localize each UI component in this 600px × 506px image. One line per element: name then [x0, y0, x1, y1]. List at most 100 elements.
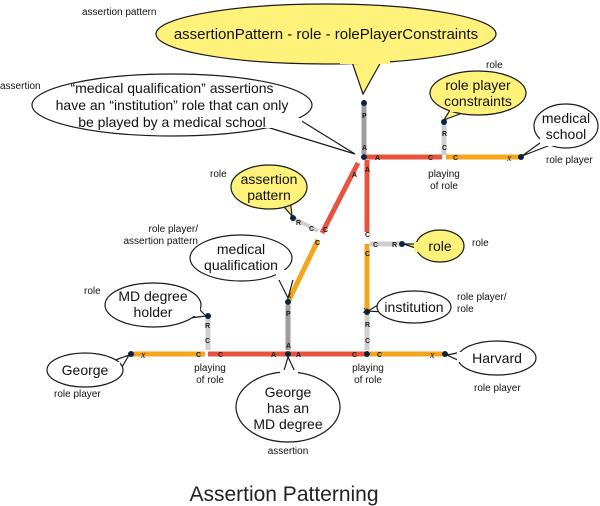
node [399, 241, 405, 247]
md-degree-holder-line-1: MD degree [118, 288, 187, 304]
medical-school-line-2: school [546, 126, 586, 142]
callout-medical-school: medical school [521, 103, 599, 157]
port-c: C [373, 242, 378, 249]
label-role-mid-left: role [210, 169, 227, 180]
port-x: x [429, 350, 435, 361]
callout-role-player-constraints: role player constraints [429, 70, 527, 122]
george-md-line-2: has an [267, 400, 309, 416]
pattern-header-text: assertionPattern - role - rolePlayerCons… [174, 26, 478, 43]
port-p: P [286, 311, 291, 318]
label-assertion-left: assertion [0, 81, 41, 92]
port-a: A [296, 352, 301, 359]
assertion-pattern-line-2: pattern [247, 187, 291, 203]
institution-text: institution [384, 299, 443, 315]
port-r: R [392, 242, 397, 249]
port-c: C [428, 155, 433, 162]
port-c: C [377, 352, 382, 359]
node [441, 119, 447, 125]
node [361, 154, 367, 160]
page-title: Assertion Patterning [189, 483, 378, 506]
port-c: C [352, 352, 357, 359]
node [290, 215, 296, 221]
label-role-player-left: role player [54, 389, 101, 400]
role-bubble-text: role [428, 238, 452, 254]
red-link-diagonal [319, 161, 361, 235]
label-role-player-role-1: role player/ [457, 292, 507, 303]
medical-qualification-line-2: qualification [204, 257, 278, 273]
port-c: C [205, 338, 210, 345]
orange-link-diagonal [286, 238, 321, 302]
port-x: x [140, 350, 146, 361]
constraints-line-1: role player [445, 77, 511, 93]
node [205, 313, 211, 319]
label-playing-of-role-left-1: playing [194, 363, 226, 374]
port-a: A [352, 172, 357, 179]
note-line-2: have an “institution” role that can only [56, 97, 289, 113]
port-a: A [362, 145, 367, 152]
port-a: A [271, 352, 276, 359]
label-role-player-bottom-right: role player [474, 383, 521, 394]
harvard-text: Harvard [472, 350, 522, 366]
port-c: C [365, 251, 370, 258]
port-a: A [365, 167, 370, 174]
callout-role: role [403, 229, 465, 263]
callout-george-has-md: George has an MD degree [235, 355, 341, 443]
label-playing-of-role-mid-1: playing [352, 363, 384, 374]
port-c: C [365, 232, 370, 239]
label-role-player-assertion-pattern-2: assertion pattern [124, 236, 199, 247]
label-role-player-role-2: role [457, 304, 474, 315]
node [285, 351, 291, 357]
port-c: C [442, 145, 447, 152]
port-x: x [362, 305, 368, 316]
port-letters: P A A C C x R C A A C C R C x R C C C x … [140, 113, 512, 361]
small-labels: assertion pattern assertion role role pl… [0, 7, 593, 457]
label-playing-of-role-mid-2: of role [354, 375, 382, 386]
callout-institution: institution [366, 290, 452, 324]
note-line-3: be played by a medical school [78, 114, 266, 130]
node [128, 351, 134, 357]
label-role-top-right: role [486, 60, 503, 71]
port-c: C [365, 338, 370, 345]
callout-medical-qualification: medical qualification [189, 234, 296, 300]
george-md-line-3: MD degree [253, 416, 322, 432]
label-role-player-right: role player [546, 155, 593, 166]
port-c: C [453, 155, 458, 162]
node [285, 299, 291, 305]
node [442, 351, 448, 357]
md-degree-holder-line-2: holder [134, 304, 173, 320]
medical-qualification-line-1: medical [217, 241, 265, 257]
constraints-line-2: constraints [444, 93, 512, 109]
callout-harvard: Harvard [445, 340, 537, 376]
node [361, 100, 367, 106]
label-role-player-assertion-pattern-1: role player/ [149, 224, 199, 235]
port-r: R [442, 131, 447, 138]
label-playing-of-role-left-2: of role [196, 375, 224, 386]
george-md-line-1: George [265, 384, 312, 400]
assertion-pattern-line-1: assertion [241, 171, 298, 187]
label-role-right: role [472, 238, 489, 249]
port-c: C [218, 352, 223, 359]
port-r: R [296, 220, 301, 227]
callout-medical-qualification-note: “medical qualification” assertions have … [31, 73, 356, 155]
callout-assertion-pattern: assertion pattern [230, 164, 308, 218]
port-c: C [323, 227, 328, 234]
port-r: R [205, 323, 210, 330]
note-line-1: “medical qualification” assertions [70, 80, 273, 96]
medical-school-line-1: medical [542, 110, 590, 126]
port-c: C [315, 240, 320, 247]
callout-pattern-header: assertionPattern - role - rolePlayerCons… [155, 3, 497, 96]
label-role-left: role [84, 286, 101, 297]
george-text: George [62, 362, 109, 378]
port-c: C [196, 352, 201, 359]
port-a: A [286, 343, 291, 350]
callout-george: George [46, 352, 131, 388]
port-a: A [375, 155, 380, 162]
gray-link-assertion-pattern [294, 217, 319, 233]
port-c: C [309, 226, 314, 233]
label-assertion-bottom: assertion [268, 446, 309, 457]
port-p: P [362, 113, 367, 120]
label-playing-of-role-top-2: of role [430, 181, 458, 192]
label-assertion-pattern-top: assertion pattern [82, 7, 157, 18]
port-x: x [506, 153, 512, 164]
